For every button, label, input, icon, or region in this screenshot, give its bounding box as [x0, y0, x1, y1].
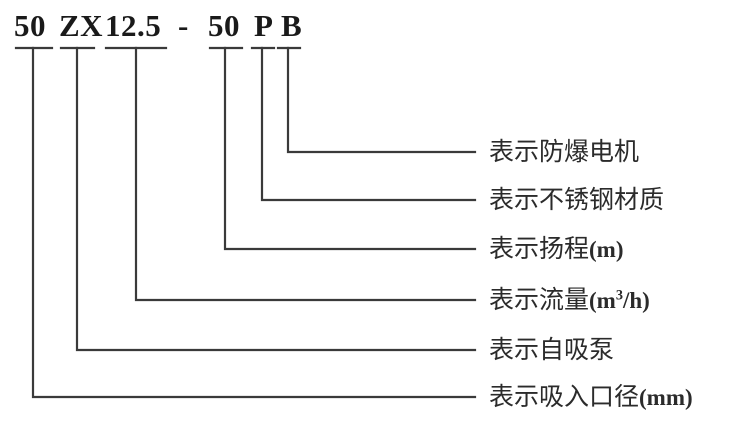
- callout-text-explosionproof: 表示防爆电机: [489, 138, 640, 166]
- callout-text-stainless: 表示不锈钢材质: [489, 186, 665, 214]
- model-token-suction-diameter: 50: [14, 8, 46, 43]
- model-token-head: 50: [208, 8, 240, 43]
- model-token-explosionproof: B: [281, 8, 303, 43]
- callout-unit-head: (m): [589, 237, 624, 262]
- callout-unit-flow: (m3/h): [589, 288, 650, 313]
- model-number-row: 50 ZX 12.5 - 50 P B: [0, 0, 739, 46]
- callout-explosionproof-motor: 表示防爆电机: [489, 139, 639, 165]
- callout-self-priming-pump: 表示自吸泵: [489, 337, 614, 363]
- leader-flow: [134, 46, 477, 302]
- leader-head: [223, 46, 477, 251]
- callout-head: 表示扬程(m): [489, 236, 624, 263]
- model-token-series: ZX: [59, 8, 104, 43]
- callout-text-self-priming: 表示自吸泵: [489, 336, 615, 364]
- callout-unit-suction-diameter: (mm): [639, 385, 693, 410]
- callout-text-head: 表示扬程: [489, 235, 590, 263]
- model-token-flow: 12.5: [105, 8, 162, 43]
- leader-series: [75, 46, 477, 352]
- leader-stainless: [260, 46, 477, 202]
- callout-flow: 表示流量(m3/h): [489, 287, 650, 314]
- callout-unit-flow-tail: /h): [622, 288, 650, 313]
- model-token-stainless: P: [254, 8, 274, 43]
- model-token-dash: -: [178, 8, 189, 43]
- leader-suction-diameter: [31, 46, 477, 399]
- callout-suction-diameter: 表示吸入口径(mm): [489, 384, 693, 411]
- callout-stainless-material: 表示不锈钢材质: [489, 187, 664, 213]
- callout-unit-flow-exponent: 3: [615, 287, 623, 304]
- leader-explosionproof: [286, 46, 477, 154]
- callout-unit-flow-open: (m: [589, 288, 616, 313]
- callout-text-suction-diameter: 表示吸入口径: [489, 383, 640, 411]
- callout-text-flow: 表示流量: [489, 286, 590, 314]
